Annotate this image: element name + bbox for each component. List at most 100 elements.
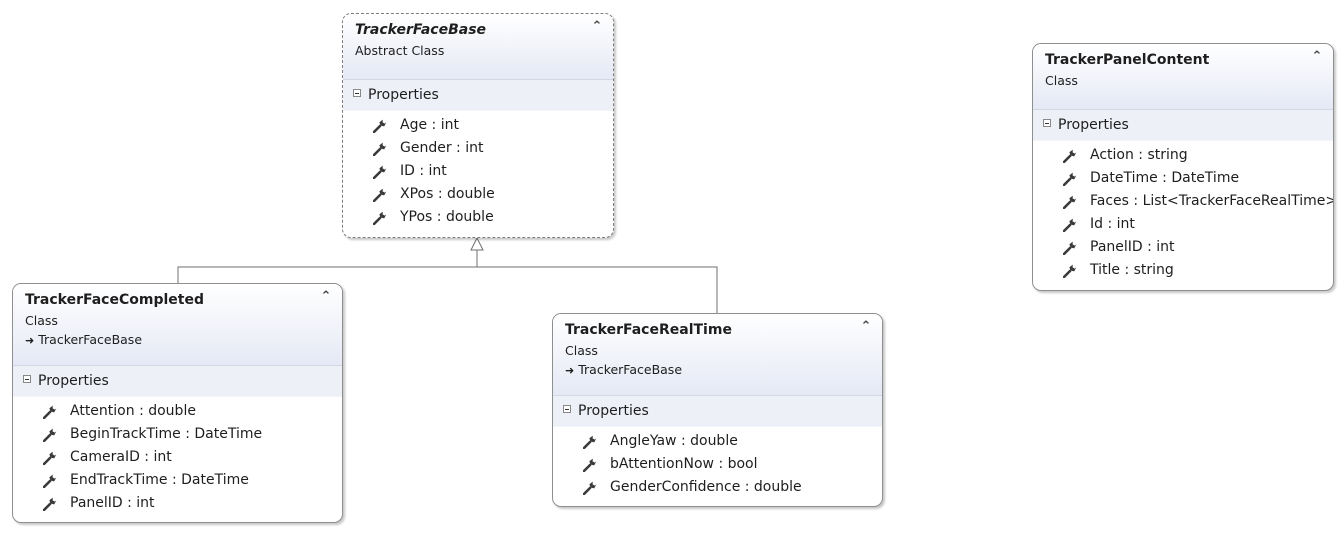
class-kind: Class bbox=[565, 343, 598, 358]
property-text: AngleYaw : double bbox=[610, 433, 738, 449]
wrench-icon bbox=[1063, 241, 1077, 255]
property-text: Action : string bbox=[1090, 147, 1188, 163]
base-class-reference: ➜TrackerFaceBase bbox=[565, 362, 870, 379]
properties-list: AngleYaw : double bAttentionNow : bool G… bbox=[553, 427, 882, 499]
property-item[interactable]: bAttentionNow : bool bbox=[553, 453, 882, 476]
class-name: TrackerFaceRealTime bbox=[565, 322, 732, 338]
wrench-icon bbox=[373, 119, 387, 133]
property-text: Faces : List<TrackerFaceRealTime> bbox=[1090, 193, 1334, 209]
property-text: DateTime : DateTime bbox=[1090, 170, 1240, 186]
property-item[interactable]: YPos : double bbox=[343, 206, 613, 229]
property-text: CameraID : int bbox=[70, 449, 172, 465]
property-item[interactable]: Id : int bbox=[1033, 213, 1333, 236]
property-item[interactable]: XPos : double bbox=[343, 183, 613, 206]
properties-section-toggle[interactable]: Properties bbox=[343, 80, 613, 111]
double-chevron-up-icon[interactable]: ⌃ bbox=[591, 19, 603, 34]
minus-box-icon[interactable] bbox=[1043, 119, 1051, 127]
wrench-icon bbox=[1063, 149, 1077, 163]
wrench-icon bbox=[373, 188, 387, 202]
wrench-icon bbox=[1063, 195, 1077, 209]
section-label: Properties bbox=[578, 403, 649, 419]
properties-section-toggle[interactable]: Properties bbox=[1033, 110, 1333, 141]
wrench-icon bbox=[583, 435, 597, 449]
property-text: GenderConfidence : double bbox=[610, 479, 802, 495]
property-text: Title : string bbox=[1090, 262, 1174, 278]
class-box-tracker-face-real-time[interactable]: TrackerFaceRealTime Class ➜TrackerFaceBa… bbox=[552, 313, 883, 507]
wrench-icon bbox=[43, 451, 57, 465]
wrench-icon bbox=[43, 405, 57, 419]
minus-box-icon[interactable] bbox=[563, 405, 571, 413]
property-text: PanelID : int bbox=[1090, 239, 1175, 255]
double-chevron-up-icon[interactable]: ⌃ bbox=[860, 319, 872, 334]
base-class-name: TrackerFaceBase bbox=[578, 362, 683, 377]
wrench-icon bbox=[43, 474, 57, 488]
wrench-icon bbox=[1063, 218, 1077, 232]
wrench-icon bbox=[373, 165, 387, 179]
inheritance-line-realtime bbox=[477, 266, 718, 314]
property-item[interactable]: GenderConfidence : double bbox=[553, 476, 882, 499]
base-class-name: TrackerFaceBase bbox=[38, 332, 143, 347]
class-header: TrackerFaceCompleted Class ➜TrackerFaceB… bbox=[13, 284, 342, 366]
property-text: YPos : double bbox=[400, 209, 494, 225]
properties-section-toggle[interactable]: Properties bbox=[13, 366, 342, 397]
property-item[interactable]: Age : int bbox=[343, 114, 613, 137]
class-kind: Abstract Class bbox=[355, 43, 445, 58]
section-label: Properties bbox=[1058, 117, 1129, 133]
inheritance-arrowhead bbox=[470, 236, 484, 251]
property-item[interactable]: PanelID : int bbox=[1033, 236, 1333, 259]
property-item[interactable]: PanelID : int bbox=[13, 492, 342, 515]
class-name: TrackerPanelContent bbox=[1045, 52, 1210, 68]
base-class-reference: ➜TrackerFaceBase bbox=[25, 332, 330, 349]
class-header: TrackerPanelContent Class ⌃ bbox=[1033, 44, 1333, 110]
property-item[interactable]: Action : string bbox=[1033, 144, 1333, 167]
class-box-tracker-face-base[interactable]: TrackerFaceBase Abstract Class ⌃ Propert… bbox=[342, 13, 614, 238]
property-item[interactable]: BeginTrackTime : DateTime bbox=[13, 423, 342, 446]
property-text: bAttentionNow : bool bbox=[610, 456, 758, 472]
class-kind: Class bbox=[25, 313, 58, 328]
double-chevron-up-icon[interactable]: ⌃ bbox=[1311, 49, 1323, 64]
property-item[interactable]: ID : int bbox=[343, 160, 613, 183]
minus-box-icon[interactable] bbox=[23, 375, 31, 383]
property-item[interactable]: CameraID : int bbox=[13, 446, 342, 469]
section-label: Properties bbox=[38, 373, 109, 389]
wrench-icon bbox=[373, 142, 387, 156]
property-item[interactable]: DateTime : DateTime bbox=[1033, 167, 1333, 190]
class-box-tracker-panel-content[interactable]: TrackerPanelContent Class ⌃ Properties A… bbox=[1032, 43, 1334, 291]
wrench-icon bbox=[373, 211, 387, 225]
properties-section-toggle[interactable]: Properties bbox=[553, 396, 882, 427]
property-text: EndTrackTime : DateTime bbox=[70, 472, 249, 488]
minus-box-icon[interactable] bbox=[353, 89, 361, 97]
property-text: XPos : double bbox=[400, 186, 495, 202]
property-text: PanelID : int bbox=[70, 495, 155, 511]
property-item[interactable]: AngleYaw : double bbox=[553, 430, 882, 453]
class-name: TrackerFaceBase bbox=[355, 22, 487, 38]
property-text: Id : int bbox=[1090, 216, 1135, 232]
properties-list: Attention : double BeginTrackTime : Date… bbox=[13, 397, 342, 515]
property-item[interactable]: Title : string bbox=[1033, 259, 1333, 282]
section-label: Properties bbox=[368, 87, 439, 103]
properties-list: Age : int Gender : int ID : int XPos : d… bbox=[343, 111, 613, 229]
arrow-right-icon: ➜ bbox=[565, 364, 575, 377]
class-box-tracker-face-completed[interactable]: TrackerFaceCompleted Class ➜TrackerFaceB… bbox=[12, 283, 343, 523]
class-header: TrackerFaceRealTime Class ➜TrackerFaceBa… bbox=[553, 314, 882, 396]
class-header: TrackerFaceBase Abstract Class ⌃ bbox=[343, 14, 613, 80]
property-text: Age : int bbox=[400, 117, 459, 133]
property-item[interactable]: Faces : List<TrackerFaceRealTime> bbox=[1033, 190, 1333, 213]
property-text: Gender : int bbox=[400, 140, 484, 156]
class-kind: Class bbox=[1045, 73, 1078, 88]
property-text: ID : int bbox=[400, 163, 447, 179]
wrench-icon bbox=[1063, 264, 1077, 278]
wrench-icon bbox=[583, 481, 597, 495]
wrench-icon bbox=[583, 458, 597, 472]
wrench-icon bbox=[43, 428, 57, 442]
arrow-right-icon: ➜ bbox=[25, 334, 35, 347]
property-item[interactable]: Gender : int bbox=[343, 137, 613, 160]
wrench-icon bbox=[1063, 172, 1077, 186]
property-text: BeginTrackTime : DateTime bbox=[70, 426, 263, 442]
property-text: Attention : double bbox=[70, 403, 196, 419]
property-item[interactable]: Attention : double bbox=[13, 400, 342, 423]
double-chevron-up-icon[interactable]: ⌃ bbox=[320, 289, 332, 304]
property-item[interactable]: EndTrackTime : DateTime bbox=[13, 469, 342, 492]
